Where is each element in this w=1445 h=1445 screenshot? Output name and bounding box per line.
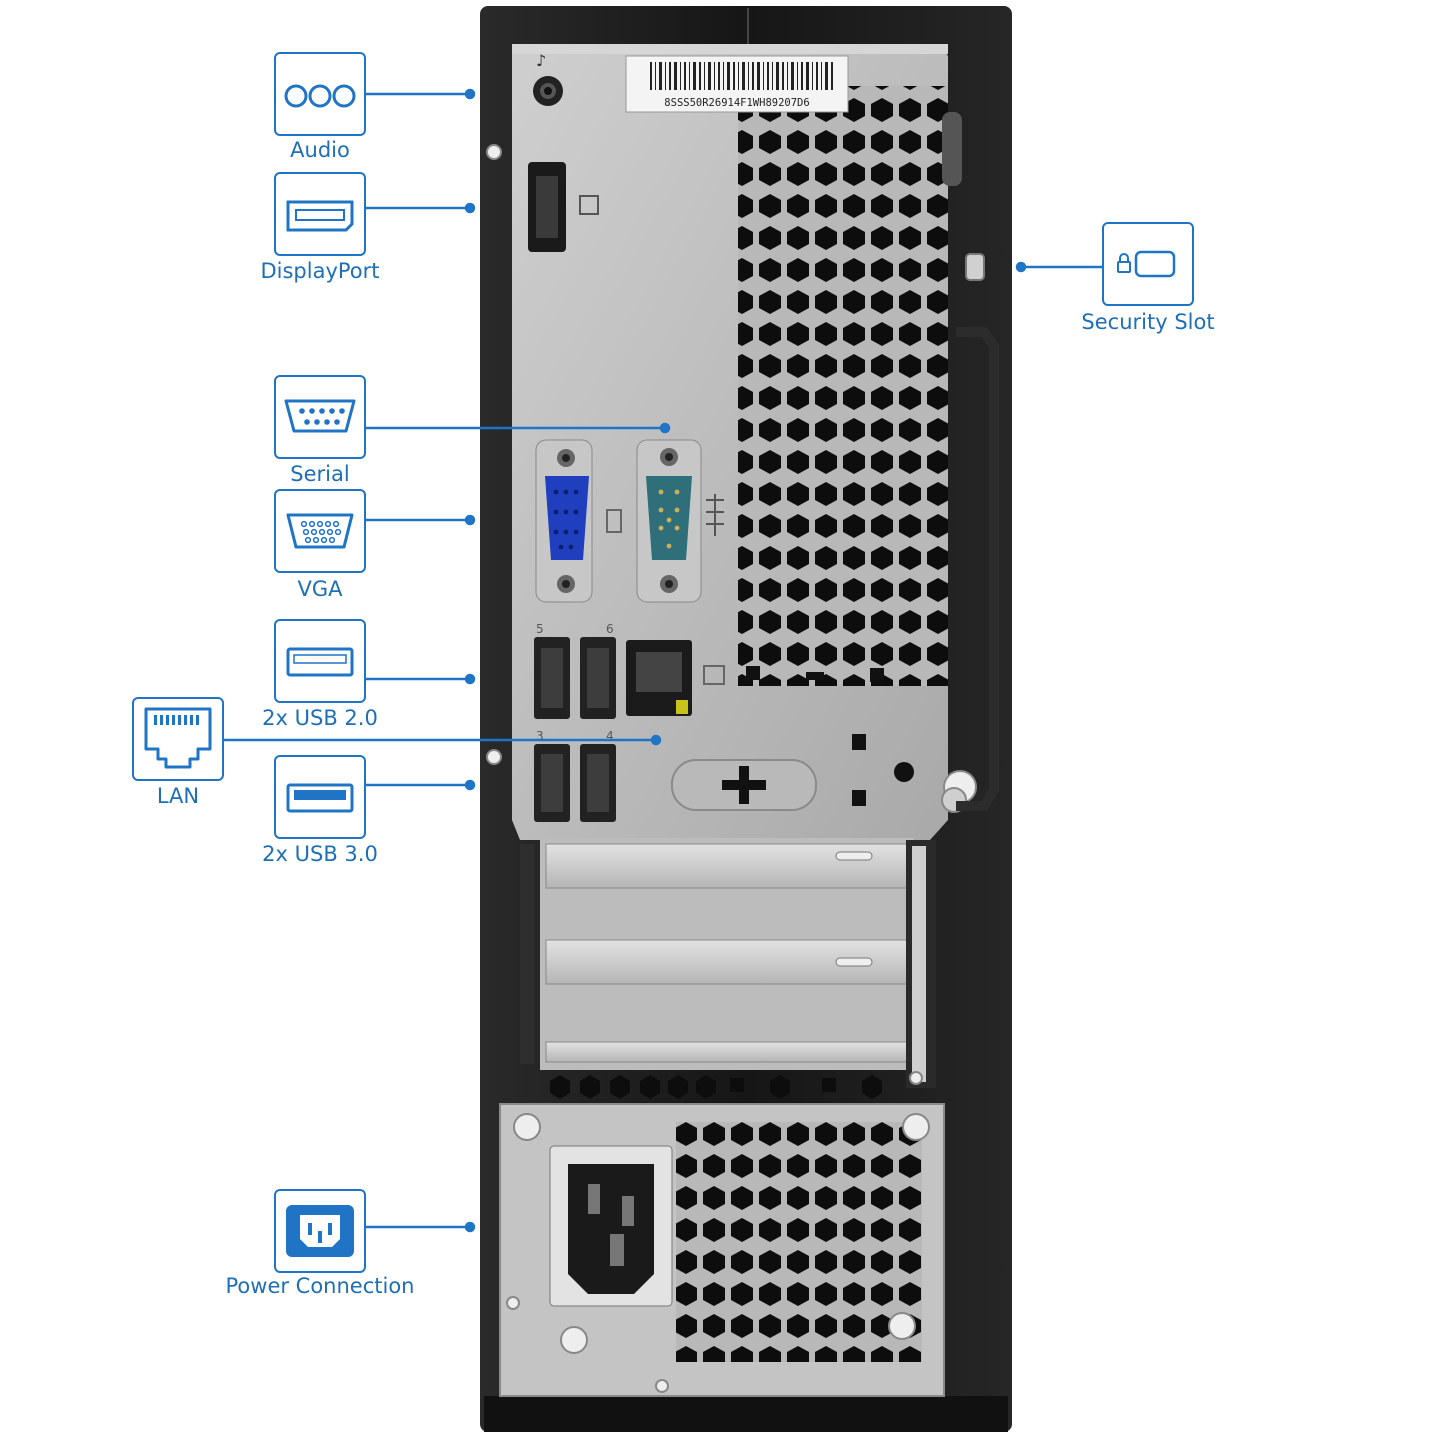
vga-port-icon xyxy=(286,513,354,549)
barcode-label: 8SSS50R26914F1WH89207D6 xyxy=(625,55,849,113)
svg-text:5: 5 xyxy=(536,622,544,636)
power-icon-box xyxy=(274,1189,366,1273)
serial-connector xyxy=(636,439,724,603)
usb-3-label: 2x USB 3.0 xyxy=(262,842,378,866)
vga-connector xyxy=(535,439,622,603)
security-icon-box xyxy=(1102,222,1194,306)
svg-text:4: 4 xyxy=(606,729,614,743)
displayport-icon-box xyxy=(274,172,366,256)
lan-label: LAN xyxy=(156,784,200,808)
upper-vent xyxy=(738,86,948,686)
serial-icon-box xyxy=(274,375,366,459)
power-label: Power Connection xyxy=(225,1274,415,1298)
power-connector-icon xyxy=(286,1205,354,1257)
vent-row xyxy=(550,1075,882,1099)
displayport-icon xyxy=(286,200,354,232)
callout-lines xyxy=(224,88,1102,1233)
audio-jack: ♪ xyxy=(533,51,563,106)
security-lock-icon xyxy=(1117,250,1176,278)
usb-3-port-icon xyxy=(286,783,354,813)
ethernet-port-icon xyxy=(144,707,212,769)
serial-label: Serial xyxy=(290,462,350,486)
usb-2-port-icon xyxy=(286,647,354,677)
displayport-label: DisplayPort xyxy=(260,259,380,283)
audio-label: Audio xyxy=(290,138,350,162)
audio-jacks-icon xyxy=(284,84,356,108)
knockout-plate xyxy=(671,666,914,811)
audio-icon-box xyxy=(274,52,366,136)
vga-label: VGA xyxy=(297,577,343,601)
vga-icon-box xyxy=(274,489,366,573)
lan-icon-box xyxy=(132,697,224,781)
panel-screws xyxy=(486,144,977,813)
svg-text:3: 3 xyxy=(536,729,544,743)
svg-text:6: 6 xyxy=(606,622,614,636)
serial-number-text: 8SSS50R26914F1WH89207D6 xyxy=(664,97,809,109)
ethernet-connector xyxy=(626,640,725,716)
usb-3-connectors: 3 4 xyxy=(534,729,616,822)
expansion-slots xyxy=(540,838,936,1088)
security-slot-hardware xyxy=(520,112,999,1064)
serial-port-icon xyxy=(284,399,356,433)
power-supply xyxy=(499,1071,945,1397)
usb-3-icon-box xyxy=(274,755,366,839)
usb-2-connectors: 5 6 xyxy=(534,622,616,719)
displayport-connector xyxy=(528,162,599,252)
usb-2-icon-box xyxy=(274,619,366,703)
usb-2-label: 2x USB 2.0 xyxy=(262,706,378,730)
svg-text:♪: ♪ xyxy=(536,51,546,70)
security-label: Security Slot xyxy=(1081,310,1215,334)
